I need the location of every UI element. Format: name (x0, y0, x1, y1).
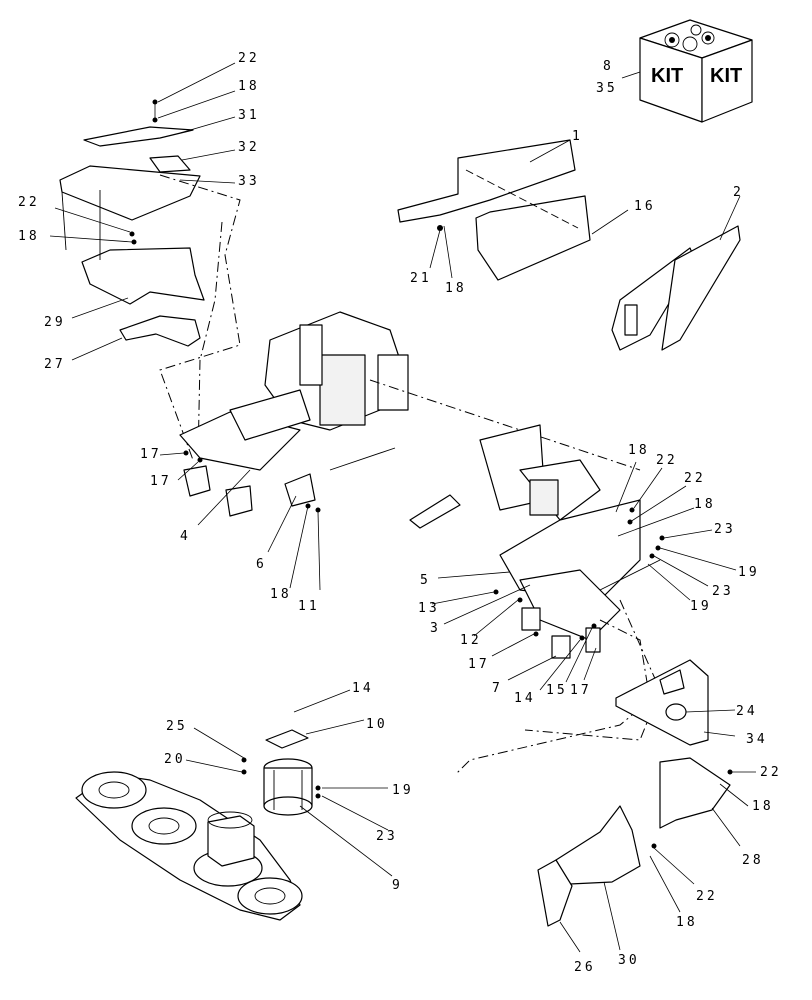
callout-18-right-b: 18 (694, 497, 716, 512)
upper-left-shield-group (59, 99, 241, 461)
callout-18-right-a: 18 (628, 443, 650, 458)
callout-2: 2 (733, 185, 744, 200)
callout-7: 7 (492, 681, 503, 696)
callout-23-right-b: 23 (712, 584, 734, 599)
callout-17-lower-a: 17 (468, 657, 490, 672)
callout-19-lower: 19 (392, 783, 414, 798)
callout-18-upper-right: 18 (445, 281, 467, 296)
callout-10: 10 (366, 717, 388, 732)
callout-15: 15 (546, 683, 568, 698)
callout-11: 11 (298, 599, 320, 614)
callout-19-right-b: 19 (690, 599, 712, 614)
kit-label-left: KIT (651, 65, 683, 87)
callout-22-left: 22 (18, 195, 40, 210)
callout-20: 20 (164, 752, 186, 767)
callout-27: 27 (44, 357, 66, 372)
callout-17-left-b: 17 (150, 474, 172, 489)
callout-8: 8 (603, 59, 614, 74)
callout-23-lower: 23 (376, 829, 398, 844)
central-frame (179, 311, 661, 776)
cutterbar-assembly (75, 771, 303, 921)
callout-18-lower-center: 18 (676, 915, 698, 930)
callout-17-lower-b: 17 (570, 683, 592, 698)
callout-17-left-a: 17 (140, 447, 162, 462)
callout-22-right-a: 22 (656, 453, 678, 468)
callout-18-top: 18 (238, 79, 260, 94)
callout-22-lower-right: 22 (760, 765, 782, 780)
side-shield-28 (659, 757, 731, 829)
callout-23-right-a: 23 (714, 522, 736, 537)
kit-box-illustration: KIT KIT 8 35 (596, 19, 753, 123)
callout-6: 6 (256, 557, 267, 572)
lower-shield-30 (537, 805, 641, 927)
callout-9: 9 (392, 878, 403, 893)
callout-32: 32 (238, 140, 260, 155)
callout-12: 12 (460, 633, 482, 648)
callout-5: 5 (420, 573, 431, 588)
callout-13: 13 (418, 601, 440, 616)
callout-35: 35 (596, 81, 618, 96)
rear-shield-34 (615, 659, 709, 746)
callout-22-lower-center: 22 (696, 889, 718, 904)
callout-22-top: 22 (238, 51, 260, 66)
callout-34: 34 (746, 732, 768, 747)
drive-hub-9 (241, 729, 321, 816)
callout-29: 29 (44, 315, 66, 330)
callout-14-lower: 14 (352, 681, 374, 696)
callout-28: 28 (742, 853, 764, 868)
upper-right-shield-group (397, 139, 741, 351)
callout-21: 21 (410, 271, 432, 286)
callout-31: 31 (238, 108, 260, 123)
callout-26: 26 (574, 960, 596, 975)
callout-24: 24 (736, 704, 758, 719)
kit-label-right: KIT (710, 65, 742, 87)
callout-1: 1 (572, 129, 583, 144)
callout-4: 4 (180, 529, 191, 544)
callout-33: 33 (238, 174, 260, 189)
callout-18-lower-right: 18 (752, 799, 774, 814)
callout-18-left: 18 (18, 229, 40, 244)
callout-14-mid: 14 (514, 691, 536, 706)
callout-30: 30 (618, 953, 640, 968)
callout-19-right-a: 19 (738, 565, 760, 580)
callout-16: 16 (634, 199, 656, 214)
callout-18-mid-left: 18 (270, 587, 292, 602)
callout-22-right-b: 22 (684, 471, 706, 486)
callout-25: 25 (166, 719, 188, 734)
callout-3: 3 (430, 621, 441, 636)
